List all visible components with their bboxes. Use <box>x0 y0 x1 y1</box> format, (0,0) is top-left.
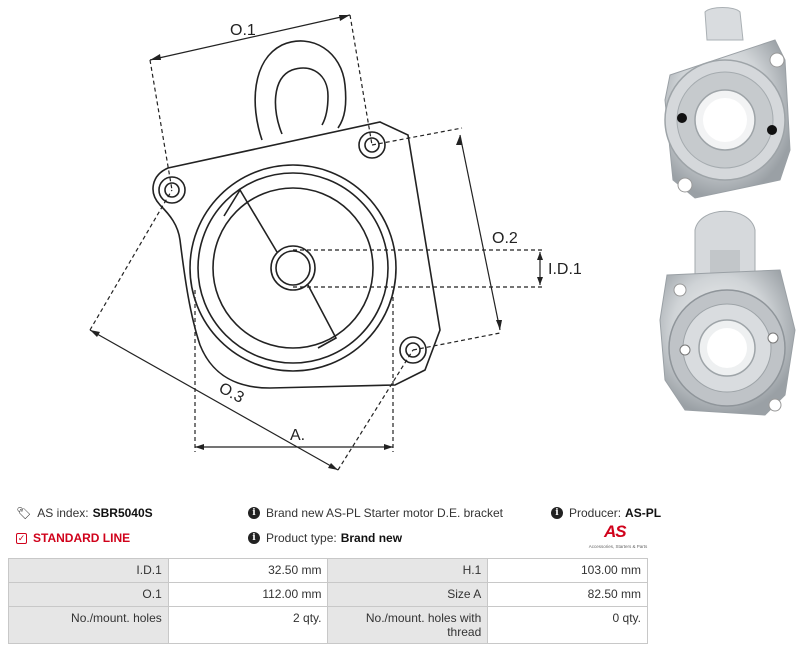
label-o2: O.2 <box>492 230 518 247</box>
spec-label: H.1 <box>327 558 489 583</box>
table-row: O.1 112.00 mm Size A 82.50 mm <box>8 582 648 607</box>
top-ear <box>254 40 347 141</box>
logo-tagline: Accessories, Starters & Parts <box>588 544 648 549</box>
product-type: i Product type: Brand new <box>248 531 402 545</box>
spec-label: O.1 <box>8 582 169 607</box>
mount-hole-bottom-right <box>399 336 427 364</box>
spec-value: 2 qty. <box>167 606 329 644</box>
center-bore <box>270 245 316 291</box>
description-text: Brand new AS-PL Starter motor D.E. brack… <box>266 506 503 520</box>
label-a: A. <box>290 427 305 444</box>
info-icon: i <box>551 507 563 519</box>
product-line: ✓ STANDARD LINE <box>16 531 130 545</box>
spec-label: No./mount. holes with thread <box>327 606 489 644</box>
mount-hole-left <box>158 176 186 204</box>
check-square-icon: ✓ <box>16 532 27 544</box>
producer: i Producer: AS-PL <box>551 506 661 520</box>
mount-hole-top-right <box>358 131 386 159</box>
product-type-value: Brand new <box>340 531 403 545</box>
tags-icon: 🏷︎ <box>16 506 32 520</box>
producer-label: Producer: <box>569 506 622 520</box>
spec-value: 103.00 mm <box>487 558 648 583</box>
flange-outer <box>189 164 397 372</box>
brand-logo: AS Accessories, Starters & Parts <box>582 522 654 552</box>
spec-value: 82.50 mm <box>487 582 648 607</box>
product-description: i Brand new AS-PL Starter motor D.E. bra… <box>248 506 503 520</box>
spec-label: No./mount. holes <box>8 606 169 644</box>
logo-mark: AS <box>604 522 627 541</box>
line-text: STANDARD LINE <box>33 531 131 545</box>
spec-value: 32.50 mm <box>167 558 329 583</box>
as-index-value: SBR5040S <box>92 506 153 520</box>
spec-value: 0 qty. <box>487 606 648 644</box>
product-photos <box>659 7 796 416</box>
product-type-label: Product type: <box>266 531 337 545</box>
photo-front-view <box>664 7 791 199</box>
table-row: No./mount. holes 2 qty. No./mount. holes… <box>8 606 648 644</box>
label-id1: I.D.1 <box>548 261 582 278</box>
spec-label: I.D.1 <box>8 558 169 583</box>
producer-value: AS-PL <box>625 506 662 520</box>
info-icon: i <box>248 507 260 519</box>
specs-table: I.D.1 32.50 mm H.1 103.00 mm O.1 112.00 … <box>8 558 648 644</box>
photo-rear-view <box>659 210 796 416</box>
table-row: I.D.1 32.50 mm H.1 103.00 mm <box>8 558 648 583</box>
as-index-label: AS index: <box>37 506 89 520</box>
spec-label: Size A <box>327 582 489 607</box>
as-index: 🏷︎ AS index: SBR5040S <box>16 506 153 520</box>
technical-drawing: O.1 O.2 I.D.1 O.3 A. <box>89 14 582 471</box>
label-o1: O.1 <box>230 22 256 39</box>
info-icon: i <box>248 532 260 544</box>
bracket-outline <box>152 121 441 389</box>
spec-value: 112.00 mm <box>167 582 329 607</box>
